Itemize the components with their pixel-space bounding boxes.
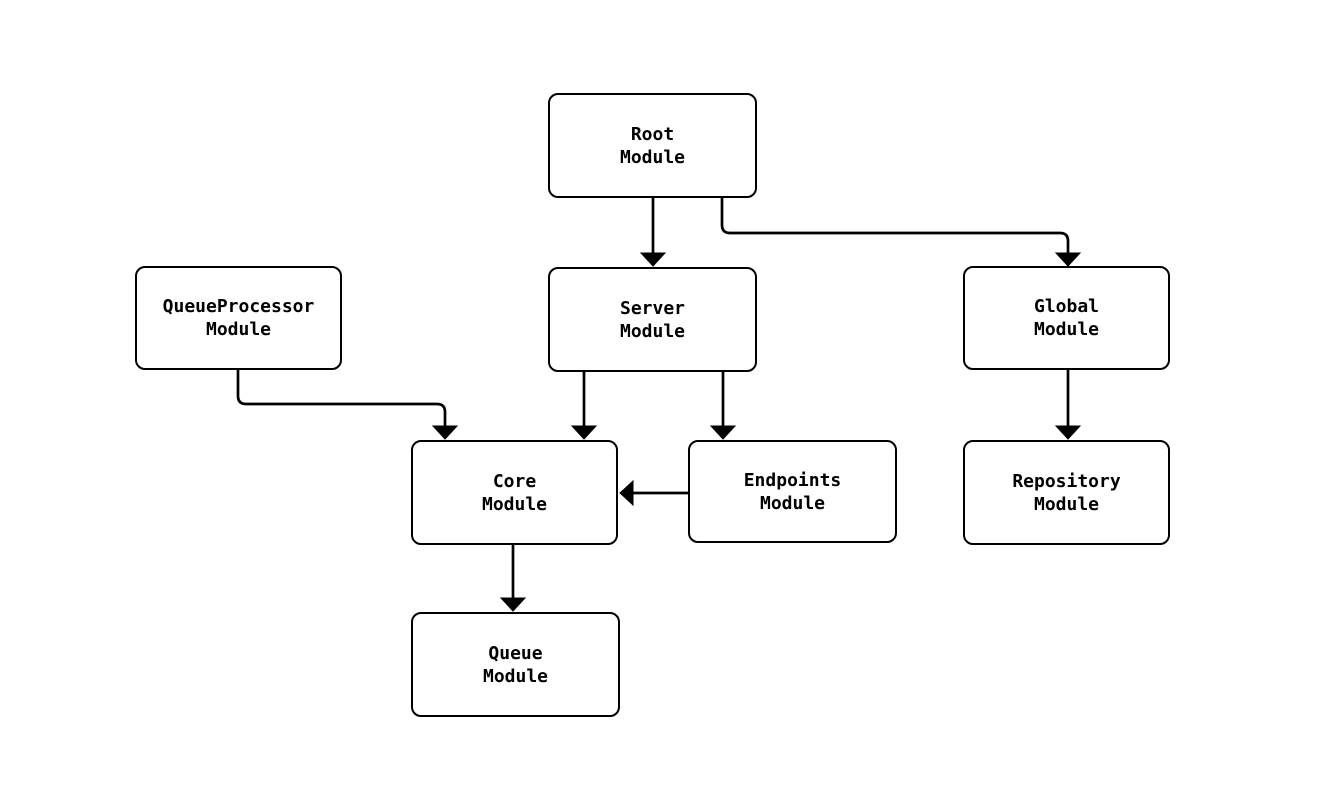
node-label-line: Module [759, 492, 826, 514]
node-label-line: Server [619, 297, 686, 319]
node-global-module: Global Module [963, 266, 1170, 370]
node-label-line: Global [1033, 296, 1100, 317]
node-label-line: Module [619, 320, 686, 342]
node-label-line: Module [205, 319, 272, 340]
node-endpoints-module: Endpoints Module [688, 440, 897, 543]
node-label-line: Core [492, 470, 537, 492]
node-label-line: Queue [488, 642, 543, 664]
node-queueprocessor-module: QueueProcessor Module [135, 266, 342, 370]
edge-endpoints-to-core [619, 479, 688, 507]
edge-root-to-global [720, 198, 1082, 267]
node-queue-module: Queue Module [411, 612, 620, 717]
node-server-module: Server Module [548, 267, 757, 372]
edge-server-to-endpoints [709, 372, 737, 440]
node-label-line: QueueProcessor [162, 296, 315, 317]
node-label-line: Repository [1012, 470, 1121, 492]
edge-server-to-core [570, 372, 598, 440]
edge-root-to-server [639, 198, 667, 267]
node-label-line: Module [1033, 493, 1100, 515]
node-core-module: Core Module [411, 440, 618, 545]
node-label-line: Module [482, 665, 549, 687]
edge-queueprocessor-to-core [236, 369, 459, 440]
node-repository-module: Repository Module [963, 440, 1170, 545]
edge-global-to-repository [1054, 370, 1082, 440]
node-label-line: Module [1033, 319, 1100, 340]
node-label-line: Module [481, 493, 548, 515]
node-root-module: Root Module [548, 93, 757, 198]
node-label-line: Root [630, 123, 675, 145]
edge-core-to-queue [499, 545, 527, 612]
node-label-line: Endpoints [743, 469, 842, 491]
node-label-line: Module [619, 146, 686, 168]
